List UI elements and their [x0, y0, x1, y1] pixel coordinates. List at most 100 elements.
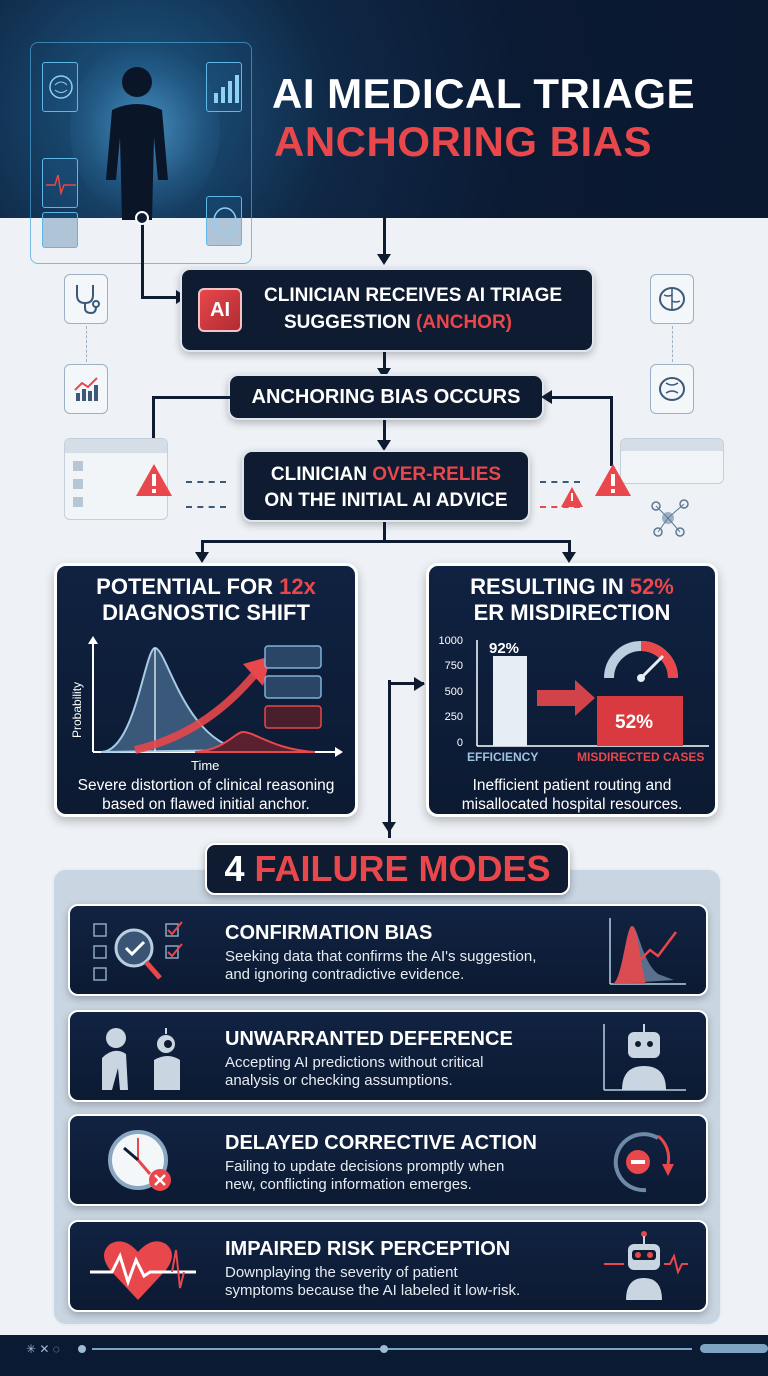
dashed-connector [86, 326, 87, 362]
failure-modes-heading: 4 FAILURE MODES [205, 843, 570, 895]
title-prefix: POTENTIAL FOR [96, 574, 280, 599]
failure-mode-card: CONFIRMATION BIAS Seeking data that conf… [68, 904, 708, 996]
step1-line2: SUGGESTION (ANCHOR) [284, 312, 512, 334]
magnifier-checklist-icon [93, 921, 183, 981]
connector-line [383, 522, 386, 542]
distribution-chart [88, 636, 343, 757]
over-relies-highlight: OVER-RELIES [372, 464, 502, 485]
stat-card-er-misdirection: RESULTING IN 52% ER MISDIRECTION 1000 75… [426, 563, 718, 817]
ecg-card-icon [42, 158, 78, 208]
arrow-down-icon [195, 552, 209, 563]
brain-scan-card-icon [42, 62, 78, 112]
y-axis-label: Probability [70, 681, 84, 738]
loop-line-left [152, 396, 230, 399]
footer-pill [700, 1344, 768, 1353]
stat-right-desc-1: Inefficient patient routing and [472, 777, 672, 794]
dashed-arrow-red [540, 506, 580, 508]
browser-window-right [620, 438, 724, 484]
chart-trend-icon [64, 364, 108, 414]
connector-line [388, 680, 391, 838]
arrow-left-icon [541, 390, 552, 404]
clock-cancel-icon [108, 1130, 171, 1191]
footer-slider-knob[interactable] [380, 1345, 388, 1353]
failure-mode-card: UNWARRANTED DEFERENCE Accepting AI predi… [68, 1010, 708, 1102]
stat-left-desc-1: Severe distortion of clinical reasoning [77, 777, 335, 794]
arrow-down-icon [377, 440, 391, 451]
step1-line1: CLINICIAN RECEIVES AI TRIAGE [264, 285, 563, 306]
ai-chip-label: AI [210, 299, 230, 321]
arrow-right-icon [414, 677, 425, 691]
stat-left-title-line2: DIAGNOSTIC SHIFT [102, 600, 310, 625]
step-receive-suggestion: AI CLINICIAN RECEIVES AI TRIAGE SUGGESTI… [180, 268, 594, 352]
stethoscope-icon [64, 274, 108, 324]
x-axis-label: Time [191, 758, 220, 773]
stat-right-title-line2: ER MISDIRECTION [473, 600, 671, 625]
anchor-highlight: (ANCHOR) [415, 312, 513, 333]
title-prefix: RESULTING IN [470, 574, 630, 599]
mode-desc: Accepting AI predictions without critica… [225, 1054, 484, 1089]
title-highlight: 52% [629, 574, 674, 599]
stat-left-desc-2: based on flawed initial anchor. [102, 796, 310, 813]
connector-node [135, 211, 149, 225]
title-highlight: 12x [279, 574, 316, 599]
warning-small-icon [561, 487, 583, 507]
brain-icon [650, 364, 694, 414]
heartbeat-icon [90, 1241, 196, 1300]
person-bowing-robot-icon [102, 1028, 180, 1090]
tick-250: 250 [444, 711, 463, 723]
tick-500: 500 [444, 686, 463, 698]
tick-0: 0 [456, 737, 463, 749]
step-over-reliance: CLINICIAN OVER-RELIES ON THE INITIAL AI … [242, 450, 530, 522]
stat-right-title: RESULTING IN 52% [429, 574, 715, 600]
human-silhouette-icon [106, 67, 168, 220]
title-line-2: ANCHORING BIAS [274, 118, 653, 165]
footer-bar [0, 1335, 768, 1376]
misdirected-label: MISDIRECTED CASES [577, 750, 705, 764]
arrow-down-icon [377, 368, 391, 379]
arrow-down-icon [562, 552, 576, 563]
mode-title: CONFIRMATION BIAS [225, 922, 433, 944]
footer-decor-icons: ✳ ✕ ◌ [26, 1342, 60, 1356]
dashed-connector [672, 326, 673, 362]
brain-icon [650, 274, 694, 324]
connector-line [388, 682, 424, 685]
loop-line-right [610, 396, 613, 466]
warning-icon [136, 464, 172, 496]
skewed-chart-icon [609, 918, 686, 985]
stat-left-title: POTENTIAL FOR 12x [57, 574, 355, 600]
footer-progress-line [92, 1348, 692, 1350]
arrow-down-icon [377, 254, 391, 265]
step1-line2-prefix: SUGGESTION [284, 312, 416, 333]
dashed-arrow [540, 481, 580, 483]
stat-card-diagnostic-shift: POTENTIAL FOR 12x DIAGNOSTIC SHIFT Proba… [54, 563, 358, 817]
mode-title: IMPAIRED RISK PERCEPTION [225, 1238, 511, 1260]
network-node-icon [651, 499, 689, 537]
efficiency-label: EFFICIENCY [467, 750, 539, 764]
mode-desc: Failing to update decisions promptly whe… [225, 1158, 505, 1193]
connector-line [201, 540, 204, 554]
step3-line1: CLINICIAN OVER-RELIES [244, 464, 528, 486]
title-line-1: AI MEDICAL TRIAGE [272, 70, 696, 117]
misdirection-bar-chart [476, 640, 709, 747]
loop-line-right [545, 396, 613, 399]
ai-chip-icon: AI [198, 288, 242, 332]
warning-icon [595, 464, 631, 496]
failure-mode-card: IMPAIRED RISK PERCEPTION Downplaying the… [68, 1220, 708, 1312]
misdirected-value: 52% [615, 712, 654, 733]
header-banner: AI MEDICAL TRIAGE ANCHORING BIAS [0, 0, 768, 264]
step3-prefix: CLINICIAN [270, 464, 373, 485]
mode-title: DELAYED CORRECTIVE ACTION [225, 1132, 537, 1154]
mode-desc: Seeking data that confirms the AI's sugg… [225, 948, 537, 983]
heading-text: FAILURE MODES [254, 848, 551, 889]
stop-delay-icon [613, 1132, 674, 1193]
tick-750: 750 [444, 660, 463, 672]
footer-dot [78, 1345, 86, 1353]
connector-line [141, 296, 179, 299]
connector-line [383, 420, 386, 442]
mode-title: UNWARRANTED DEFERENCE [225, 1028, 513, 1050]
dashed-arrow [186, 506, 226, 508]
failure-mode-card: DELAYED CORRECTIVE ACTION Failing to upd… [68, 1114, 708, 1206]
brain-card-icon [206, 196, 242, 246]
connector-line [141, 218, 144, 298]
